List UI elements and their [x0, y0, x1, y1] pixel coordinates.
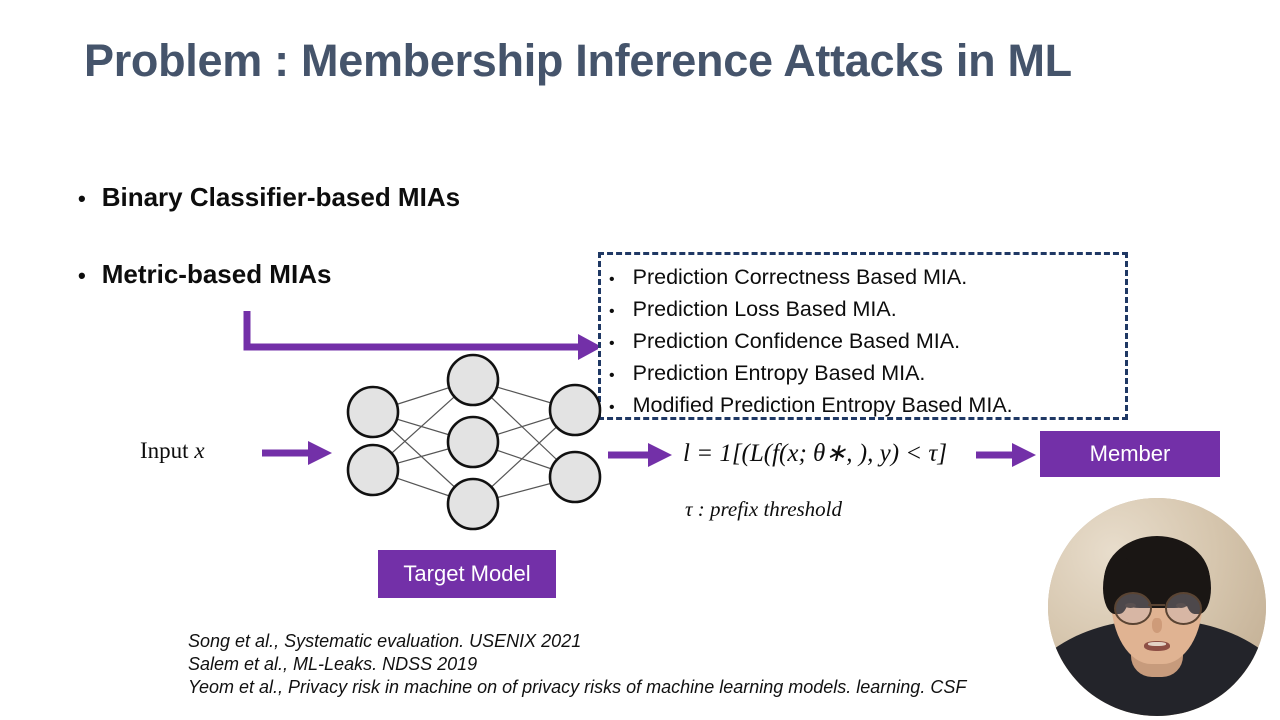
nn-node [446, 477, 500, 531]
arrow-formula-to-member-icon [976, 443, 1036, 467]
mia-item-label: Prediction Confidence Based MIA. [632, 329, 961, 353]
nn-node [446, 415, 500, 469]
bullet-dot-icon: • [609, 271, 615, 288]
nn-node [548, 450, 602, 504]
bullet-dot-icon: • [609, 303, 615, 320]
mia-types-list: • Prediction Correctness Based MIA. • Pr… [609, 261, 1013, 421]
glasses-bridge-icon [1148, 603, 1165, 606]
glasses-lens-right-icon [1164, 591, 1203, 626]
bullet-metric-label: Metric-based MIAs [101, 259, 332, 289]
neural-network-diagram [346, 353, 602, 531]
bullet-dot-icon: • [78, 263, 86, 288]
mia-item-label: Modified Prediction Entropy Based MIA. [632, 393, 1013, 417]
mia-item-label: Prediction Entropy Based MIA. [632, 361, 926, 385]
list-item: • Prediction Confidence Based MIA. [609, 325, 1013, 357]
bullet-dot-icon: • [609, 367, 615, 384]
list-item: • Modified Prediction Entropy Based MIA. [609, 389, 1013, 421]
input-label: Input x [140, 438, 205, 464]
threshold-note: τ : prefix threshold [685, 497, 843, 521]
bullet-binary-classifier-mias: • Binary Classifier-based MIAs [78, 182, 460, 213]
bullet-dot-icon: • [609, 399, 615, 416]
member-output-box: Member [1040, 431, 1220, 477]
elbow-arrow-metric-to-mia-box [243, 311, 602, 360]
input-label-variable: x [194, 438, 205, 463]
presenter-nose [1151, 617, 1163, 634]
target-model-box: Target Model [378, 550, 556, 598]
reference-line: Salem et al., ML-Leaks. NDSS 2019 [188, 654, 478, 674]
nn-node [346, 385, 400, 439]
list-item: • Prediction Correctness Based MIA. [609, 261, 1013, 293]
nn-node [548, 383, 602, 437]
arrow-input-to-network-icon [262, 441, 332, 465]
list-item: • Prediction Entropy Based MIA. [609, 357, 1013, 389]
nn-node [346, 443, 400, 497]
reference-line: Yeom et al., Privacy risk in machine on … [188, 677, 967, 697]
presenter-teeth [1148, 642, 1166, 647]
references-block: Song et al., Systematic evaluation. USEN… [188, 630, 966, 699]
mia-item-label: Prediction Loss Based MIA. [632, 297, 897, 321]
bullet-binary-label: Binary Classifier-based MIAs [101, 182, 461, 212]
reference-line: Song et al., Systematic evaluation. USEN… [188, 631, 582, 651]
arrow-network-to-formula-icon [608, 443, 672, 467]
loss-threshold-formula: l = 1[(L(f(x; θ∗, ), y) < τ] [683, 440, 948, 467]
glasses-lens-left-icon [1114, 591, 1153, 626]
input-label-prefix: Input [140, 438, 195, 463]
bullet-dot-icon: • [78, 186, 86, 211]
presenter-webcam-video [1048, 498, 1266, 716]
page-title: Problem : Membership Inference Attacks i… [84, 35, 1072, 86]
mia-item-label: Prediction Correctness Based MIA. [632, 265, 968, 289]
list-item: • Prediction Loss Based MIA. [609, 293, 1013, 325]
bullet-dot-icon: • [609, 335, 615, 352]
nn-nodes [346, 353, 602, 531]
bullet-metric-based-mias: • Metric-based MIAs [78, 259, 331, 290]
mia-types-dashed-box: • Prediction Correctness Based MIA. • Pr… [598, 252, 1128, 420]
nn-node [446, 353, 500, 407]
